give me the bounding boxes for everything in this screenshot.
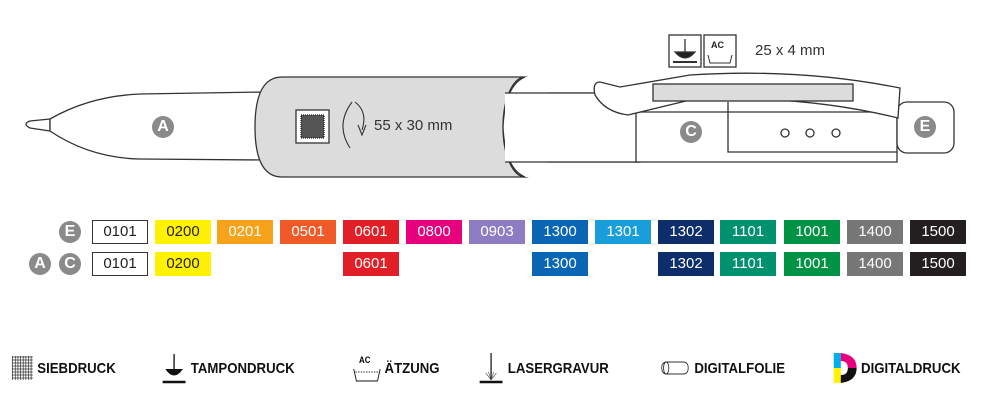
part-e-marker: E: [914, 116, 936, 138]
part-a-marker: A: [152, 116, 174, 138]
color-swatch-0201: 0201: [217, 220, 273, 244]
legend-lasergravur: LASERGRAVUR: [477, 352, 609, 384]
color-swatch-0601: 0601: [343, 252, 399, 276]
color-swatch-0200: 0200: [155, 220, 211, 244]
svg-text:AC: AC: [711, 40, 724, 50]
color-swatch-1300: 1300: [532, 220, 588, 244]
pen-tip: [25, 118, 51, 132]
legend-label: TAMPONDRUCK: [190, 359, 295, 377]
legend-digitalfolie: DIGITALFOLIE: [660, 352, 785, 384]
legend-label: LASERGRAVUR: [507, 359, 609, 377]
part-c-marker: C: [680, 121, 702, 143]
color-swatch-1101: 1101: [720, 252, 776, 276]
color-swatch-1500: 1500: [910, 252, 966, 276]
clip-print-size: 25 x 4 mm: [755, 42, 826, 59]
screen-print-icon: [11, 356, 33, 380]
color-swatch-1301: 1301: [595, 220, 651, 244]
color-swatch-0800: 0800: [406, 220, 462, 244]
legend-label: ÄTZUNG: [384, 359, 440, 377]
row-a-marker: A: [29, 253, 51, 275]
row-e-marker: E: [59, 221, 81, 243]
row-c-marker: C: [59, 253, 81, 275]
color-swatch-1302: 1302: [658, 252, 714, 276]
color-swatch-1400: 1400: [847, 252, 903, 276]
color-swatch-1500: 1500: [910, 220, 966, 244]
color-swatch-0601: 0601: [343, 220, 399, 244]
color-swatch-1001: 1001: [784, 252, 840, 276]
laser-engraving-icon: [479, 353, 503, 384]
legend-siebdruck: SIEBDRUCK: [10, 352, 116, 384]
color-swatch-0101: 0101: [92, 252, 148, 276]
etching-icon: AC: [353, 355, 381, 382]
color-swatch-1001: 1001: [784, 220, 840, 244]
sleeve: [254, 76, 526, 178]
sleeve-print-size: 55 x 30 mm: [374, 117, 453, 134]
digital-print-icon: [833, 353, 857, 383]
color-swatch-0501: 0501: [280, 220, 336, 244]
legend-digitaldruck: DIGITALDRUCK: [832, 352, 961, 384]
pen-illustration: AC: [25, 34, 955, 178]
pen-body: [635, 111, 898, 163]
color-swatch-1302: 1302: [658, 220, 714, 244]
digital-foil-icon: [661, 361, 689, 375]
color-swatch-0200: 0200: [155, 252, 211, 276]
color-swatch-0903: 0903: [469, 220, 525, 244]
color-swatch-0101: 0101: [92, 220, 148, 244]
legend-label: DIGITALFOLIE: [694, 359, 786, 377]
color-swatch-1300: 1300: [532, 252, 588, 276]
legend-aetzung: AC ÄTZUNG: [352, 352, 440, 384]
legend-tampondruck: TAMPONDRUCK: [160, 352, 295, 384]
color-swatch-1400: 1400: [847, 220, 903, 244]
color-swatch-1101: 1101: [720, 220, 776, 244]
svg-text:AC: AC: [359, 355, 370, 366]
pad-print-icon: [162, 354, 186, 384]
legend-label: SIEBDRUCK: [37, 359, 116, 377]
legend-label: DIGITALDRUCK: [861, 359, 961, 377]
